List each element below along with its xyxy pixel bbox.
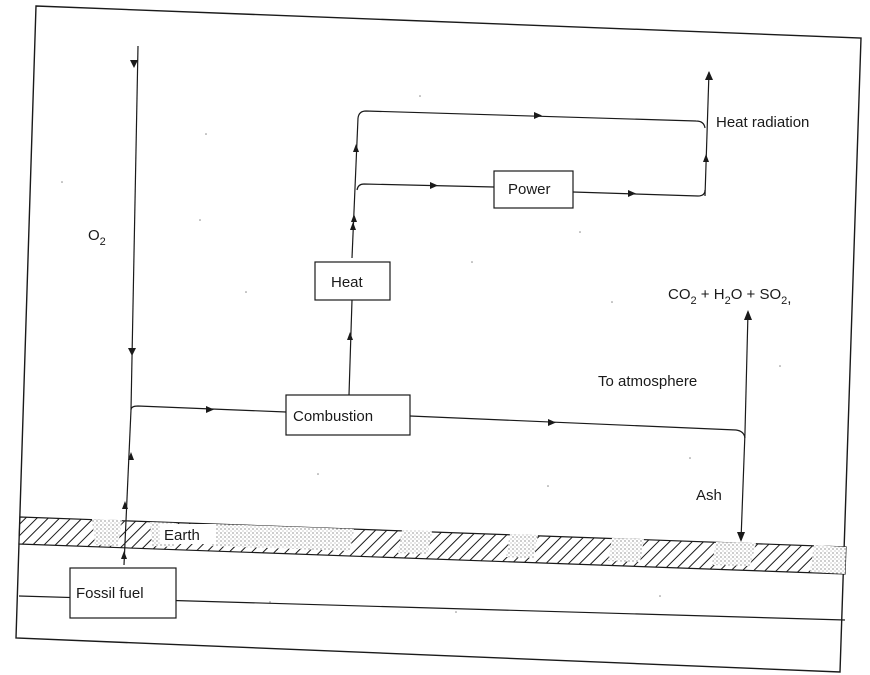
o2-arrow-mid — [128, 348, 136, 356]
o2-arrow-top — [130, 60, 138, 68]
page-frame — [15, 5, 862, 673]
earth-dotted-patch — [210, 524, 300, 549]
to-atmosphere-label: To atmosphere — [598, 373, 697, 390]
combustion-out-arrow — [548, 419, 556, 426]
earth-layer: Earth — [18, 516, 847, 575]
fossil-fuel-box-label: Fossil fuel — [76, 585, 144, 602]
ash-line — [740, 431, 746, 541]
heat-trunk-arrow-3 — [353, 144, 359, 152]
radiation-branch-line — [357, 110, 706, 129]
atmosphere-line — [744, 311, 749, 433]
fuel-arrow-lower — [122, 501, 128, 509]
combustion-to-heat-arrow — [347, 332, 353, 340]
fuel-arrow-ground — [121, 551, 127, 559]
combustion-box: Combustion — [285, 394, 411, 436]
radiation-arrow-mid — [703, 154, 709, 162]
earth-dotted-patch — [712, 542, 756, 566]
power-branch-line — [356, 183, 495, 191]
fossil-fuel-box: Fossil fuel — [69, 567, 177, 619]
to-combustion-arrow — [206, 406, 214, 413]
combustion-box-label: Combustion — [293, 408, 373, 425]
heat-box: Heat — [314, 261, 391, 301]
earth-dotted-patch — [92, 519, 122, 546]
heat-box-label: Heat — [331, 274, 364, 291]
heat-radiation-label: Heat radiation — [716, 114, 809, 131]
power-box: Power — [493, 170, 574, 209]
radiation-branch-arrow — [534, 112, 542, 119]
earth-label-bg — [160, 524, 216, 544]
atmosphere-arrow — [744, 310, 752, 320]
scan-specks — [61, 95, 781, 613]
heat-trunk-arrow-2 — [351, 214, 357, 222]
power-out-arrow — [628, 190, 636, 197]
earth-dotted-patch — [810, 545, 846, 574]
fuel-line — [123, 409, 132, 566]
radiation-arrow-top — [705, 71, 713, 80]
heat-trunk-arrow-1 — [350, 222, 356, 230]
combustion-to-heat-line — [348, 299, 353, 396]
power-out-line — [572, 189, 706, 197]
combustion-out-line — [409, 415, 746, 439]
ash-arrow — [737, 532, 745, 542]
heat-trunk-line — [351, 117, 359, 259]
ash-label: Ash — [696, 487, 722, 504]
emissions-label: CO2 + H2O + SO2, — [668, 286, 791, 307]
to-combustion-line — [130, 405, 287, 413]
o2-label: O2 — [88, 227, 106, 248]
fuel-arrow-upper — [128, 452, 134, 460]
radiation-vertical-line — [704, 71, 710, 197]
earth-dotted-patch — [398, 530, 432, 554]
earth-dotted-patch — [296, 527, 354, 551]
earth-dotted-patch — [608, 538, 644, 562]
power-box-label: Power — [508, 181, 551, 198]
earth-dotted-patch — [506, 534, 538, 558]
power-branch-arrow — [430, 182, 438, 189]
earth-label: Earth — [164, 527, 200, 544]
